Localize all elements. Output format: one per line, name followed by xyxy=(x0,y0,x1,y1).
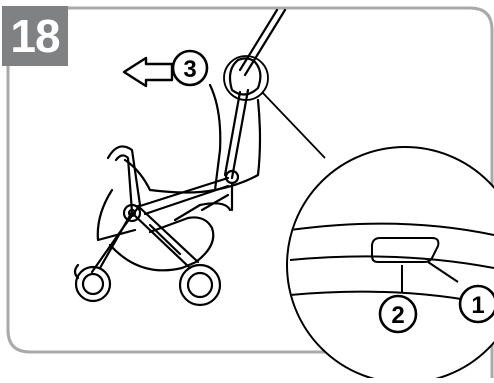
zoom-detail xyxy=(287,147,494,378)
step-number-badge: 18 xyxy=(2,6,68,66)
callout-1-label: 1 xyxy=(471,292,484,319)
hand-grip xyxy=(230,58,260,94)
seat-back xyxy=(210,85,260,190)
basket-rim xyxy=(175,203,230,220)
zoom-leader-line xyxy=(262,92,325,158)
left-arrow-icon xyxy=(124,58,172,86)
front-wheel-fork xyxy=(75,265,78,278)
rear-wheel-inner xyxy=(188,273,212,297)
callout-2-label: 2 xyxy=(391,302,404,329)
rear-leg xyxy=(132,206,198,268)
rear-wheel-outer xyxy=(180,265,220,305)
rear-frame xyxy=(225,90,248,178)
front-wheel-inner xyxy=(83,274,103,294)
callout-3-label: 3 xyxy=(183,56,196,83)
